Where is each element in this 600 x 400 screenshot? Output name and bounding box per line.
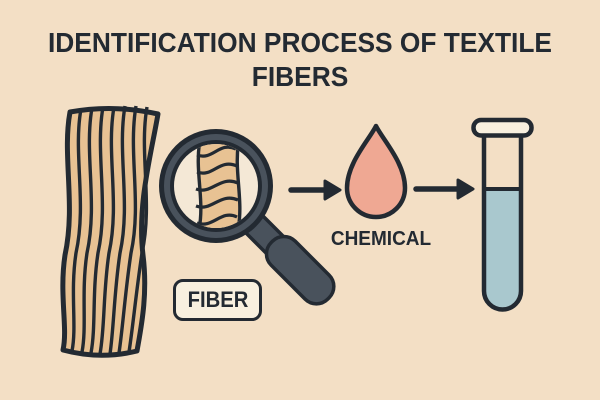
chemical-label: CHEMICAL <box>330 228 432 250</box>
arrow-right-icon <box>413 178 475 200</box>
arrow-right-icon <box>288 179 342 201</box>
chemical-drop-icon <box>344 123 408 220</box>
poster-title: IDENTIFICATION PROCESS OF TEXTILE FIBERS <box>47 27 552 93</box>
test-tube-rim <box>471 117 534 138</box>
fiber-label-text: FIBER <box>187 287 248 312</box>
magnifier-icon <box>159 129 336 306</box>
fabric-weave-lines <box>70 105 149 355</box>
fiber-strand <box>195 144 242 228</box>
fiber-label: FIBER <box>173 279 262 321</box>
fabric-swatch-icon <box>60 105 161 358</box>
test-tube-liquid <box>486 189 520 308</box>
test-tube-icon <box>471 117 534 312</box>
